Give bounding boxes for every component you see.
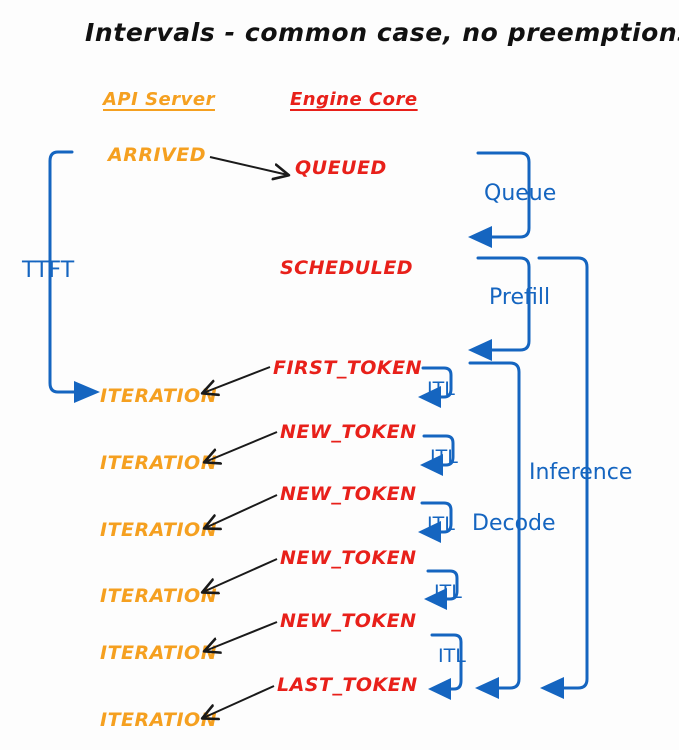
interval-label-itl-5: ITL xyxy=(438,645,466,667)
arrowhead-ttft xyxy=(74,381,100,403)
interval-label-prefill: Prefill xyxy=(489,285,551,310)
interval-label-itl-1: ITL xyxy=(427,378,455,400)
column-header-api-server: API Server xyxy=(103,89,215,110)
api-event-iteration-6: ITERATION xyxy=(100,709,218,731)
engine-event-last-token: LAST_TOKEN xyxy=(277,674,418,696)
arrowhead-prefill xyxy=(468,339,492,361)
api-event-arrived: ARRIVED xyxy=(108,144,206,166)
engine-event-new-token-1: NEW_TOKEN xyxy=(280,421,417,443)
engine-event-queued: QUEUED xyxy=(295,157,387,179)
page-title: Intervals - common case, no preemptions xyxy=(85,18,679,47)
arrowhead-itl-5 xyxy=(428,678,451,700)
api-event-iteration-4: ITERATION xyxy=(100,585,218,607)
interval-label-ttft: TTFT xyxy=(22,258,75,283)
column-header-engine-core: Engine Core xyxy=(290,89,418,110)
interval-label-itl-2: ITL xyxy=(430,446,458,468)
interval-label-itl-4: ITL xyxy=(434,581,462,603)
engine-event-new-token-4: NEW_TOKEN xyxy=(280,610,417,632)
api-event-iteration-5: ITERATION xyxy=(100,642,218,664)
engine-event-new-token-3: NEW_TOKEN xyxy=(280,547,417,569)
engine-event-scheduled: SCHEDULED xyxy=(280,257,414,279)
interval-label-inference: Inference xyxy=(529,460,633,485)
api-event-iteration-3: ITERATION xyxy=(100,519,218,541)
arrowhead-queue xyxy=(468,226,492,248)
interval-label-queue: Queue xyxy=(484,181,557,206)
interval-label-itl-3: ITL xyxy=(427,513,455,535)
arrowhead-decode xyxy=(475,677,499,699)
api-event-iteration-2: ITERATION xyxy=(100,452,218,474)
transition-arrows xyxy=(203,156,288,718)
engine-event-first-token: FIRST_TOKEN xyxy=(273,357,423,379)
interval-label-decode: Decode xyxy=(472,511,556,536)
engine-event-new-token-2: NEW_TOKEN xyxy=(280,483,417,505)
arrowhead-inference xyxy=(540,677,564,699)
api-event-iteration-1: ITERATION xyxy=(100,385,218,407)
